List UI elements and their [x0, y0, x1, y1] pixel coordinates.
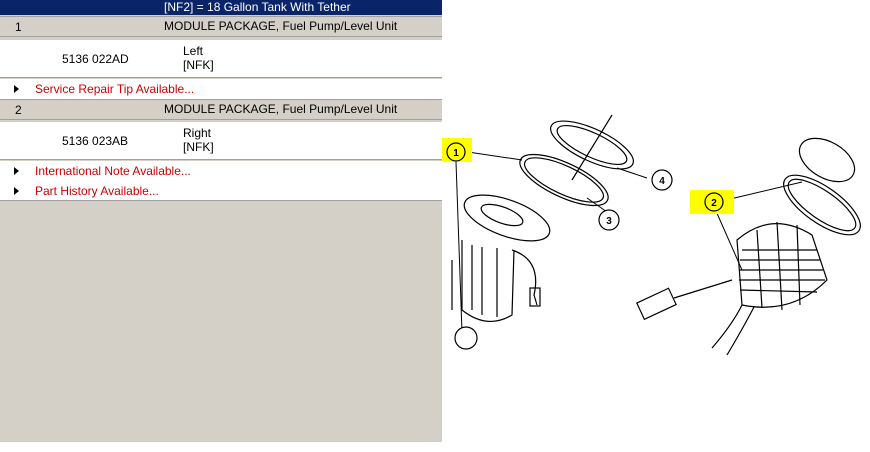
- filter-header: [NF2] = 18 Gallon Tank With Tether: [0, 0, 442, 15]
- international-note-row[interactable]: International Note Available...: [0, 161, 442, 181]
- callout-2-marker[interactable]: [704, 192, 724, 212]
- international-note-link[interactable]: International Note Available...: [35, 164, 191, 178]
- part-side-label: Left: [183, 44, 204, 58]
- service-repair-tip-link[interactable]: Service Repair Tip Available...: [35, 82, 195, 96]
- part-row-1[interactable]: 5136 022AD Left [NFK]: [0, 40, 442, 78]
- filter-header-text: [NF2] = 18 Gallon Tank With Tether: [164, 0, 351, 14]
- callout-3-marker[interactable]: [598, 209, 620, 231]
- callout-1-label[interactable]: 1: [453, 148, 459, 159]
- callout-2-label[interactable]: 2: [711, 198, 717, 209]
- part-code: [NFK]: [183, 140, 214, 154]
- expand-triangle-icon[interactable]: [14, 187, 19, 195]
- expand-triangle-icon[interactable]: [14, 167, 19, 175]
- item-description: MODULE PACKAGE, Fuel Pump/Level Unit: [164, 19, 398, 33]
- item-number: 2: [15, 103, 22, 117]
- callout-1-marker[interactable]: [446, 142, 466, 162]
- part-number: 5136 022AD: [62, 52, 129, 66]
- part-side-label: Right: [183, 126, 212, 140]
- part-code: [NFK]: [183, 58, 214, 72]
- item-row-2[interactable]: 2 MODULE PACKAGE, Fuel Pump/Level Unit: [0, 99, 442, 120]
- item-description: MODULE PACKAGE, Fuel Pump/Level Unit: [164, 102, 398, 116]
- service-repair-tip-row[interactable]: Service Repair Tip Available...: [0, 79, 442, 99]
- part-side: Right [NFK]: [183, 126, 214, 154]
- item-row-1[interactable]: 1 MODULE PACKAGE, Fuel Pump/Level Unit: [0, 16, 442, 37]
- part-number: 5136 023AB: [62, 134, 129, 148]
- callout-3-label[interactable]: 3: [606, 216, 612, 227]
- part-history-link[interactable]: Part History Available...: [35, 184, 159, 198]
- callout-4-marker[interactable]: [651, 169, 673, 191]
- expand-triangle-icon[interactable]: [14, 85, 19, 93]
- fuel-pump-diagram: 1 2 3 4: [442, 110, 862, 362]
- part-side: Left [NFK]: [183, 44, 214, 72]
- part-detail-circle: [454, 326, 478, 350]
- parts-list-pane: [NF2] = 18 Gallon Tank With Tether 1 MOD…: [0, 0, 442, 442]
- part-history-row[interactable]: Part History Available...: [0, 181, 442, 201]
- callout-4-label[interactable]: 4: [659, 176, 665, 187]
- part-row-2[interactable]: 5136 023AB Right [NFK]: [0, 122, 442, 160]
- item-number: 1: [15, 20, 22, 34]
